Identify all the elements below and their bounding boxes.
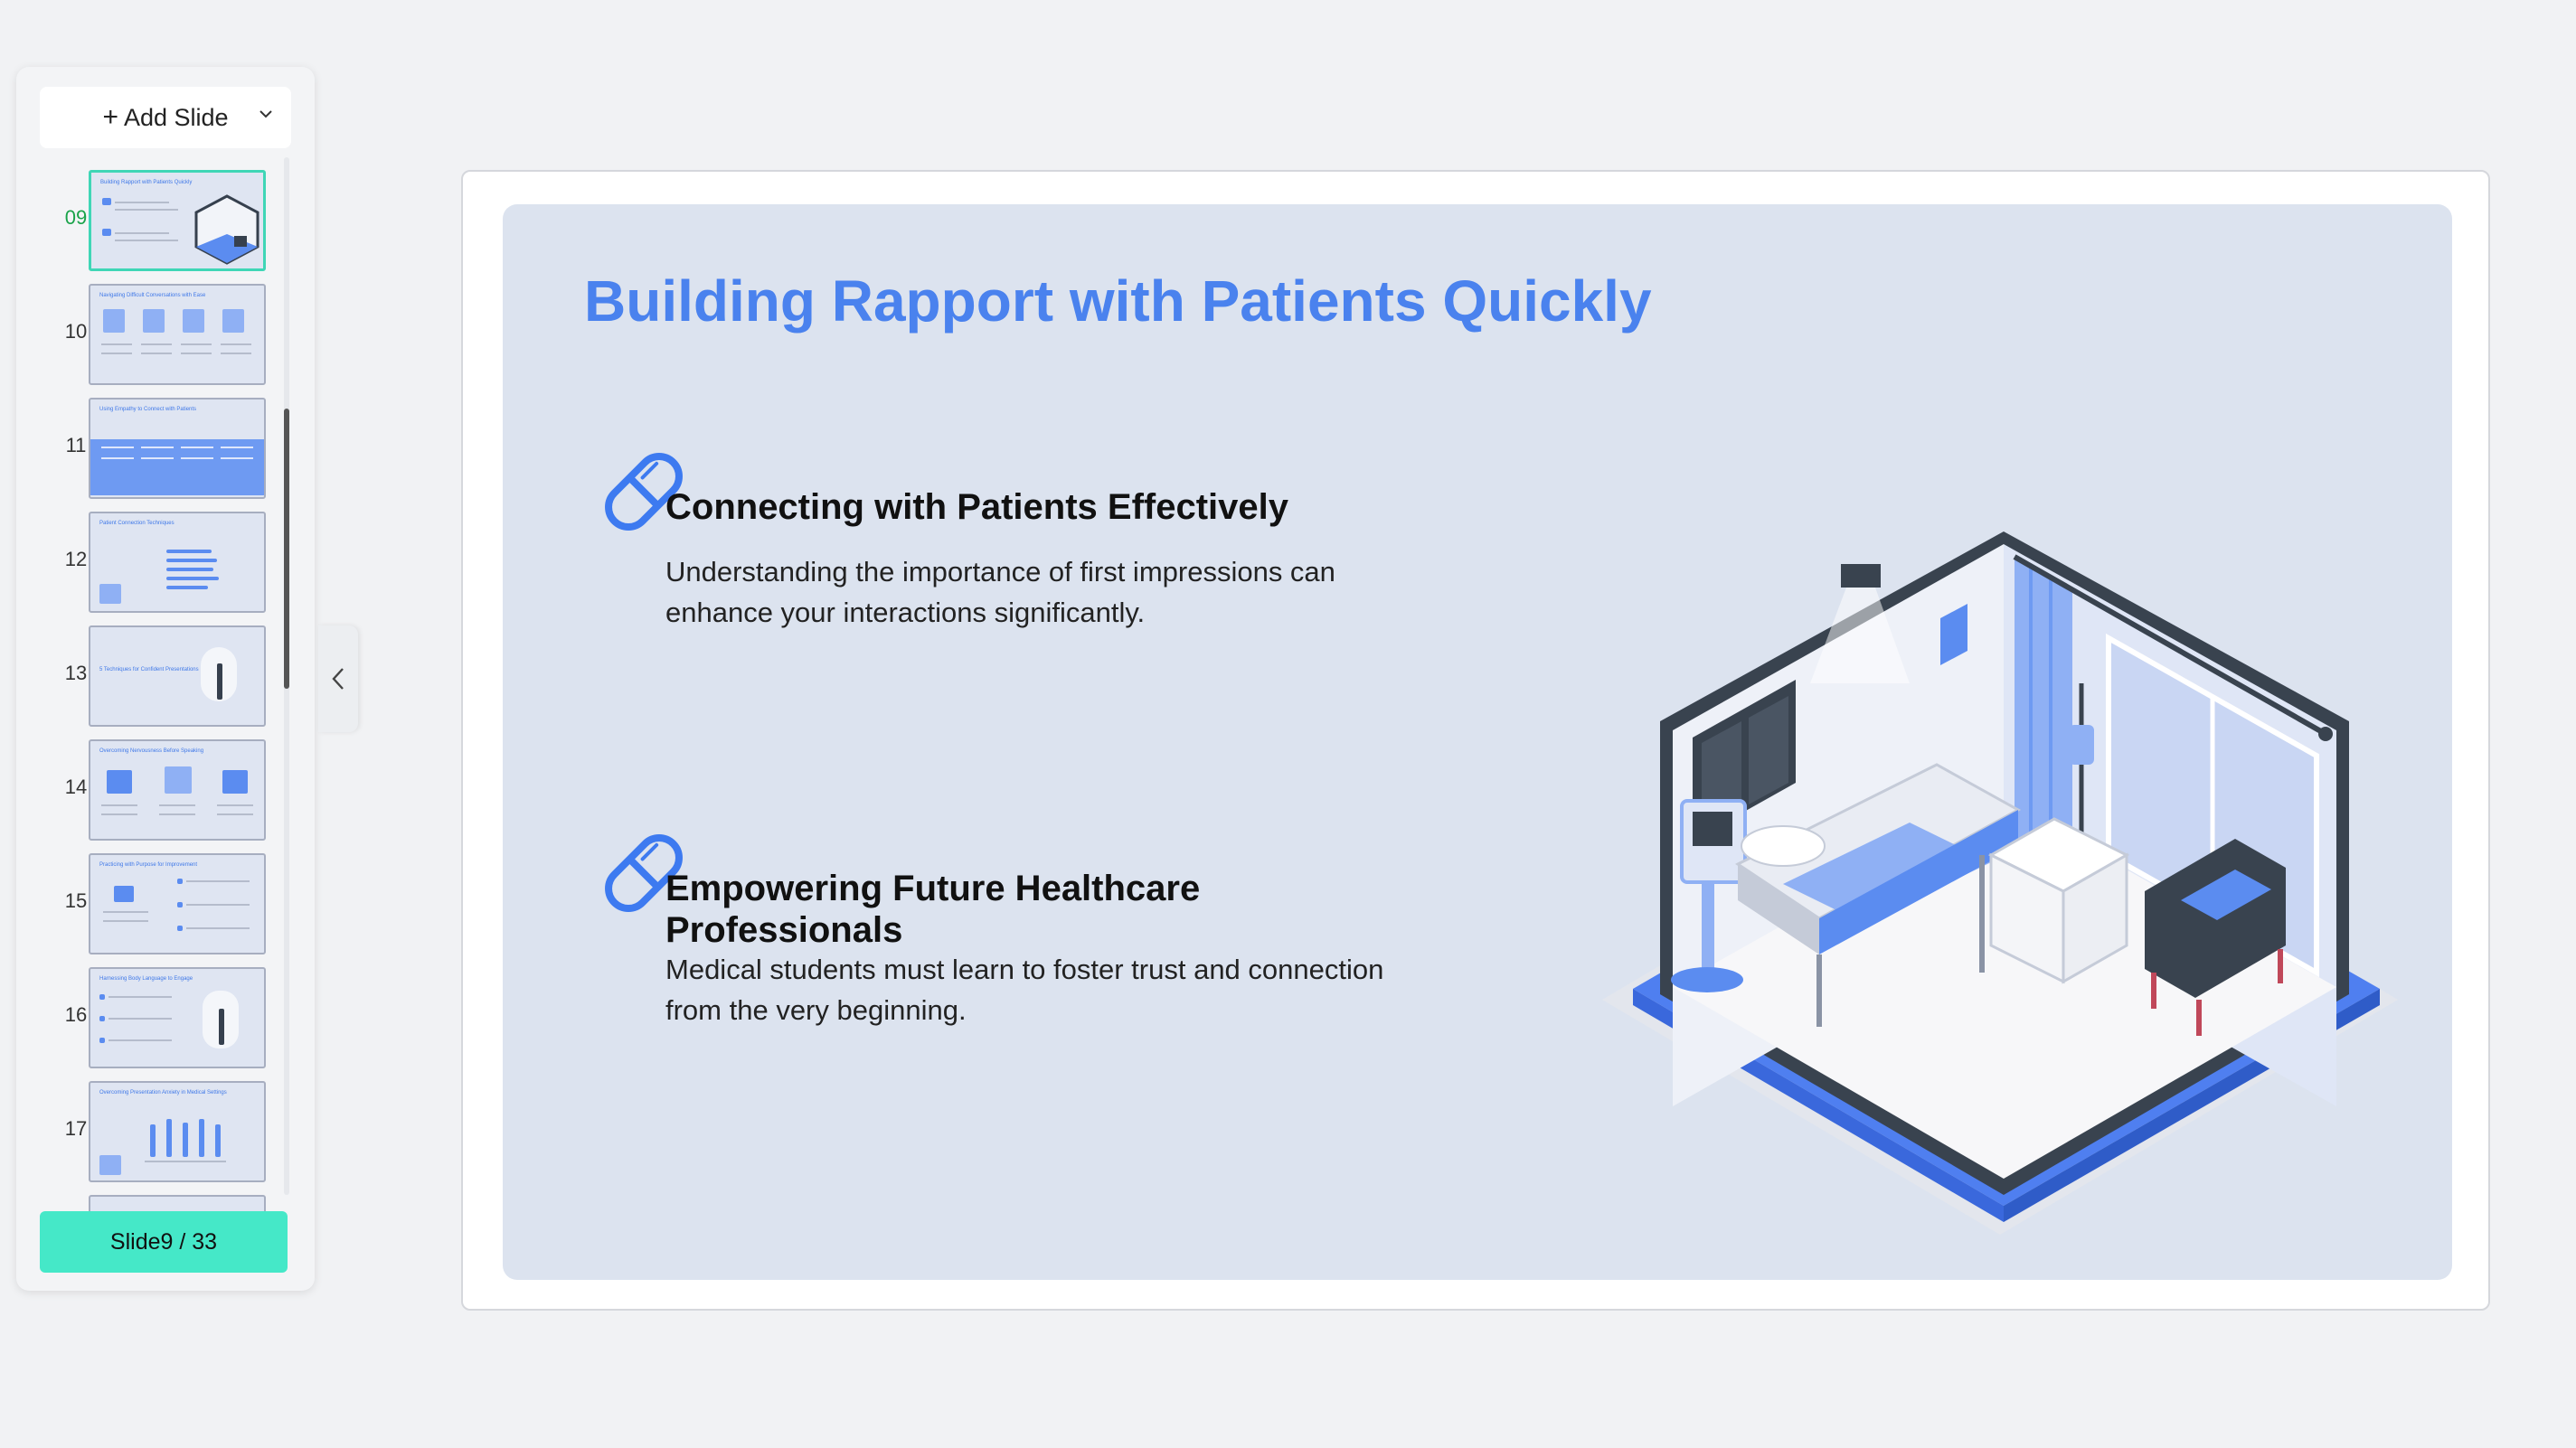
add-slide-button[interactable]: + Add Slide <box>40 87 291 148</box>
chevron-down-icon[interactable] <box>259 107 273 121</box>
thumbnail-preview[interactable]: Building Rapport with Patients Quickly <box>89 170 266 271</box>
thumbnail-preview[interactable]: 5 Techniques for Confident Presentations <box>89 625 266 727</box>
thumbnail-number: 09 <box>64 206 88 229</box>
thumbnail-title: Overcoming Nervousness Before Speaking <box>99 748 204 754</box>
thumbnail-number: 11 <box>65 434 87 456</box>
thumbnail-number: 10 <box>64 320 88 343</box>
plus-icon: + <box>102 102 118 132</box>
thumbnail-title: Using Empathy to Connect with Patients <box>99 407 197 412</box>
thumbnail-slide-11[interactable]: 11 Using Empathy to Connect with Patient… <box>16 398 297 499</box>
add-slide-label: Add Slide <box>123 103 229 131</box>
slide-counter: Slide9 / 33 <box>40 1211 288 1273</box>
thumbnail-title: Navigating Difficult Conversations with … <box>99 293 206 298</box>
thumbnail-slide-17[interactable]: 17 Overcoming Presentation Anxiety in Me… <box>16 1081 297 1182</box>
thumbnail-list: 09 Building Rapport with Patients Quickl… <box>16 165 297 1258</box>
thumbnail-title: Practicing with Purpose for Improvement <box>99 862 198 868</box>
thumbnail-preview[interactable]: Harnessing Body Language to Engage <box>89 967 266 1068</box>
slide-title[interactable]: Building Rapport with Patients Quickly <box>584 268 1652 334</box>
thumbnail-number: 13 <box>64 662 88 684</box>
scrollbar-thumb[interactable] <box>284 409 289 689</box>
thumbnail-slide-10[interactable]: 10 Navigating Difficult Conversations wi… <box>16 284 297 385</box>
point-heading: Empowering Future Healthcare Professiona… <box>665 869 1201 950</box>
thumbnail-preview[interactable]: Patient Connection Techniques <box>89 512 266 613</box>
point-1[interactable]: Connecting with Patients Effectively Und… <box>593 441 1407 676</box>
capsule-icon <box>605 453 683 531</box>
thumbnail-slide-09[interactable]: 09 Building Rapport with Patients Quickl… <box>16 170 297 271</box>
thumbnail-title: Building Rapport with Patients Quickly <box>100 180 193 185</box>
thumbnail-number: 15 <box>64 889 88 912</box>
thumbnail-number: 12 <box>64 548 88 570</box>
capsule-icon <box>605 834 683 912</box>
thumbnail-slide-13[interactable]: 13 5 Techniques for Confident Presentati… <box>16 625 297 727</box>
point-body: Medical students must learn to foster tr… <box>665 954 1384 1026</box>
thumbnail-number: 14 <box>64 776 88 798</box>
slide-sidebar: + Add Slide 09 Building Rapport with Pat… <box>16 67 315 1291</box>
slide-frame: Building Rapport with Patients Quickly C… <box>461 170 2490 1311</box>
thumbnail-title: Patient Connection Techniques <box>99 521 175 526</box>
thumbnail-preview[interactable]: Using Empathy to Connect with Patients <box>89 398 266 499</box>
slide-canvas[interactable]: Building Rapport with Patients Quickly C… <box>503 204 2452 1280</box>
chevron-left-icon <box>332 668 344 690</box>
thumbnail-slide-14[interactable]: 14 Overcoming Nervousness Before Speakin… <box>16 739 297 841</box>
hospital-room-illustration[interactable] <box>1602 466 2398 1244</box>
thumbnail-slide-16[interactable]: 16 Harnessing Body Language to Engage <box>16 967 297 1068</box>
thumbnail-slide-12[interactable]: 12 Patient Connection Techniques <box>16 512 297 613</box>
thumbnail-preview[interactable]: Overcoming Nervousness Before Speaking <box>89 739 266 841</box>
thumbnail-number: 16 <box>64 1003 88 1026</box>
thumbnail-preview[interactable]: Practicing with Purpose for Improvement <box>89 853 266 954</box>
thumbnail-title: Harnessing Body Language to Engage <box>99 976 193 982</box>
thumbnail-slide-15[interactable]: 15 Practicing with Purpose for Improveme… <box>16 853 297 954</box>
thumbnail-preview[interactable]: Navigating Difficult Conversations with … <box>89 284 266 385</box>
point-body: Understanding the importance of first im… <box>665 556 1335 628</box>
thumbnail-preview[interactable]: Overcoming Presentation Anxiety in Medic… <box>89 1081 266 1182</box>
point-2[interactable]: Empowering Future Healthcare Professiona… <box>593 823 1407 1058</box>
thumbnail-title: 5 Techniques for Confident Presentations <box>99 667 199 672</box>
point-heading: Connecting with Patients Effectively <box>665 487 1289 527</box>
thumbnail-number: 17 <box>64 1117 88 1140</box>
thumbnail-title: Overcoming Presentation Anxiety in Medic… <box>99 1090 227 1095</box>
collapse-sidebar-button[interactable] <box>318 625 358 732</box>
